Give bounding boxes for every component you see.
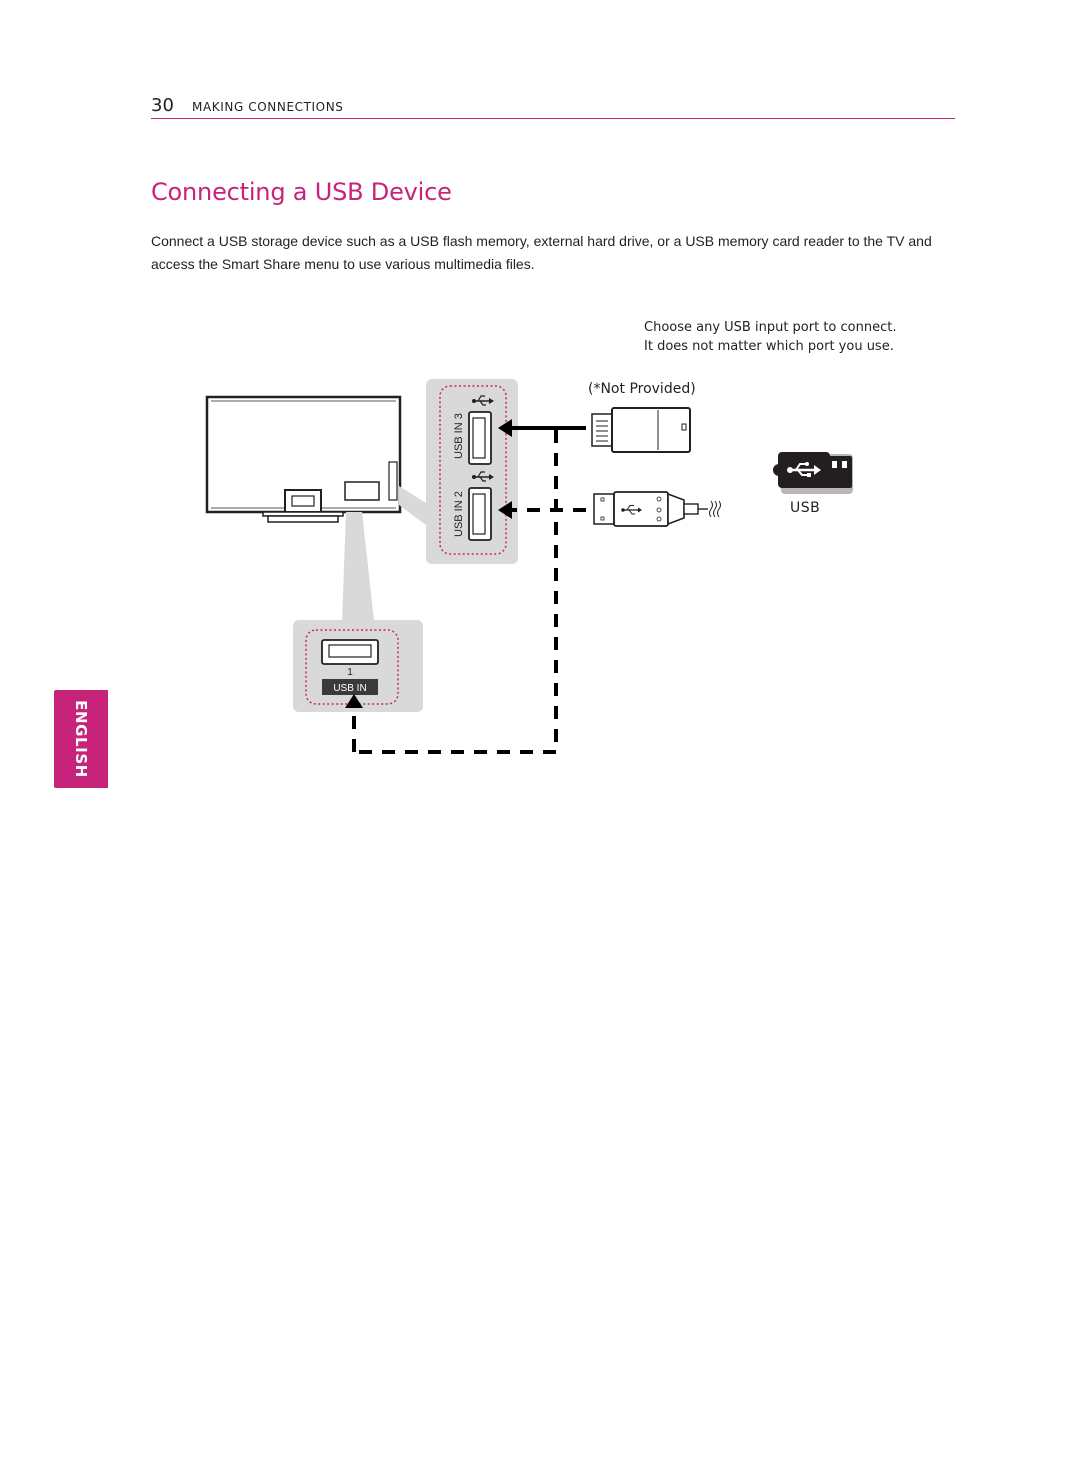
language-tab-label: ENGLISH xyxy=(72,700,90,778)
port-note: Choose any USB input port to connect. It… xyxy=(644,318,964,356)
intro-paragraph: Connect a USB storage device such as a U… xyxy=(151,233,932,272)
rear-usb-panel: 1 USB IN xyxy=(293,620,423,712)
tv-rear-illustration xyxy=(205,395,402,523)
port-note-line-2: It does not matter which port you use. xyxy=(644,339,894,354)
page-header: 30 MAKING CONNECTIONS xyxy=(151,96,955,119)
port-note-line-1: Choose any USB input port to connect. xyxy=(644,320,897,335)
usb-trident-icon xyxy=(621,505,642,515)
usb-trident-icon xyxy=(472,395,494,406)
arrow-up-icon xyxy=(345,694,363,708)
not-provided-label: (*Not Provided) xyxy=(588,381,696,397)
usb-in-label: USB IN xyxy=(333,683,366,694)
usb-flash-drive xyxy=(591,407,691,453)
usb-label: USB xyxy=(790,500,821,516)
usb-trident-icon xyxy=(472,471,494,482)
usb-cable-plug xyxy=(593,491,721,527)
section-label: MAKING CONNECTIONS xyxy=(192,100,344,114)
usb-in-2-label: USB IN 2 xyxy=(453,491,465,537)
rear-callout xyxy=(342,512,374,621)
side-usb-panel: USB IN 3 USB IN 2 xyxy=(426,379,518,564)
page-number: 30 xyxy=(151,95,174,116)
arrow-left-icon xyxy=(498,501,512,519)
side-callout xyxy=(399,486,426,525)
language-tab: ENGLISH xyxy=(54,690,108,788)
usb-in-1-number: 1 xyxy=(347,667,353,678)
arrow-left-icon xyxy=(498,419,586,437)
dashed-connection-paths xyxy=(352,430,586,754)
usb-in-3-label: USB IN 3 xyxy=(453,413,465,459)
page-title: Connecting a USB Device xyxy=(151,178,452,206)
usb-badge-icon xyxy=(773,452,853,494)
